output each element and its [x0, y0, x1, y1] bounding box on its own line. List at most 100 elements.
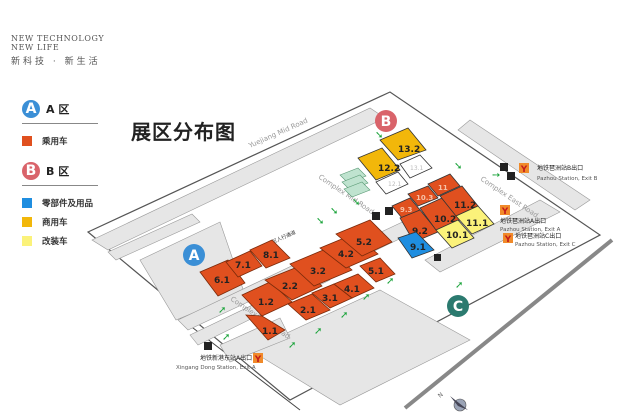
- brand-header: NEW TECHNOLOGY NEW LIFE 新科技 · 新生活: [11, 34, 104, 67]
- svg-text:10.1: 10.1: [446, 231, 468, 241]
- hall-13-1: 13.1: [399, 154, 433, 179]
- svg-text:Y: Y: [504, 235, 512, 245]
- escalator-icons: [204, 163, 515, 350]
- svg-text:4.1: 4.1: [344, 285, 360, 295]
- svg-text:8.1: 8.1: [263, 251, 279, 261]
- legend-item-passenger: 乘用车: [22, 131, 102, 150]
- divider: [22, 123, 98, 124]
- svg-text:2.1: 2.1: [300, 306, 316, 316]
- zone-a-title: A 区: [46, 103, 70, 116]
- arrow-icon: ➚: [218, 305, 226, 316]
- arrow-icon: ➙: [492, 170, 500, 181]
- svg-text:Pazhou Station, Exit B: Pazhou Station, Exit B: [537, 176, 598, 182]
- svg-text:C: C: [453, 299, 463, 315]
- arrow-icon: ➘: [375, 130, 383, 141]
- brand-slogan: 新科技 · 新生活: [11, 57, 101, 67]
- svg-text:B: B: [381, 114, 392, 130]
- swatch-parts: [22, 197, 32, 208]
- hall-10-3[interactable]: 10.3: [407, 185, 439, 207]
- svg-text:12.1: 12.1: [388, 181, 402, 188]
- svg-text:5.2: 5.2: [356, 238, 372, 248]
- hall-9-1[interactable]: 9.1: [397, 231, 435, 259]
- hall-5-1[interactable]: 5.1: [359, 257, 396, 283]
- legend-item-modified: 改装车: [22, 231, 102, 250]
- svg-text:3.2: 3.2: [310, 267, 326, 277]
- svg-text:Pazhou Station, Exit C: Pazhou Station, Exit C: [515, 242, 576, 248]
- svg-text:6.1: 6.1: [214, 276, 230, 286]
- station-xingang-dong[interactable]: Y 地铁新港东站A出口 Xingang Dong Station, Exit A: [176, 353, 263, 371]
- svg-text:3.1: 3.1: [322, 294, 338, 304]
- svg-text:A: A: [189, 248, 200, 264]
- legend-zone-b: B B 区: [22, 160, 102, 182]
- escalator-icon: [434, 254, 441, 261]
- svg-text:7.1: 7.1: [235, 261, 251, 271]
- hall-11-3[interactable]: 11: [427, 173, 461, 197]
- svg-text:地铁琶洲站B出口: 地铁琶洲站B出口: [537, 164, 583, 172]
- svg-text:13.1: 13.1: [410, 165, 424, 172]
- hall-13-2[interactable]: 13.2: [379, 127, 427, 161]
- hall-1-1[interactable]: 1.1: [245, 314, 286, 341]
- hall-2-1[interactable]: 2.1: [287, 293, 331, 321]
- zone-b-halls: 12.2 13.2 12.1 13.1 9.3 10.3 11 9.2 10.2…: [357, 127, 495, 259]
- hall-10-1[interactable]: 10.1: [435, 219, 475, 249]
- escalator-icon: [500, 163, 508, 171]
- hall-8-1[interactable]: 8.1: [249, 239, 291, 269]
- svg-text:10.2: 10.2: [434, 215, 456, 225]
- entrance-arrows: ➚ ➚ ➚ ➚ ➚ ➚ ➚ ➘ ➘ ➘ ➘ ➘ ➙ ➚: [218, 130, 500, 351]
- zone-c-marker[interactable]: C: [447, 295, 469, 317]
- swatch-modified: [22, 235, 32, 246]
- svg-text:N: N: [437, 391, 445, 399]
- svg-text:11.1: 11.1: [466, 219, 488, 229]
- legend-zone-a: A A 区: [22, 98, 102, 120]
- arrow-icon: ➚: [288, 340, 296, 351]
- svg-text:4.2: 4.2: [338, 250, 354, 260]
- zone-b-badge: B: [22, 162, 40, 180]
- swatch-commercial: [22, 216, 32, 227]
- page-title: 展区分布图: [131, 120, 236, 144]
- hall-4-1[interactable]: 4.1: [333, 273, 375, 299]
- zone-b-title: B 区: [46, 165, 70, 178]
- zone-a-marker[interactable]: A: [183, 244, 205, 266]
- escalator-icon: [204, 342, 212, 350]
- swatch-passenger: [22, 135, 32, 146]
- escalator-icon: [372, 212, 380, 220]
- svg-text:Pazhou Station, Exit A: Pazhou Station, Exit A: [500, 227, 561, 233]
- zone-b-marker[interactable]: B: [375, 110, 397, 132]
- svg-text:13.2: 13.2: [398, 145, 420, 155]
- svg-text:1.2: 1.2: [258, 298, 274, 308]
- legend-label: 零部件及用品: [42, 198, 94, 209]
- svg-text:9.2: 9.2: [412, 227, 428, 237]
- hall-11-1[interactable]: 11.1: [455, 205, 495, 235]
- zone-a-badge: A: [22, 100, 40, 118]
- hall-7-1[interactable]: 7.1: [225, 250, 263, 278]
- svg-text:Y: Y: [501, 207, 509, 217]
- arrow-icon: ➘: [316, 216, 324, 227]
- svg-text:9.1: 9.1: [410, 243, 426, 253]
- svg-text:Y: Y: [254, 355, 262, 365]
- hall-12-1: 12.1: [375, 171, 409, 195]
- station-pazhou-b[interactable]: Y 地铁琶洲站B出口 Pazhou Station, Exit B: [519, 163, 598, 182]
- legend-label: 乘用车: [42, 136, 68, 147]
- brand-line2: NEW LIFE: [11, 43, 60, 52]
- station-pazhou-c[interactable]: Y 地铁琶洲站C出口 Pazhou Station, Exit C: [503, 232, 576, 248]
- compass-icon: N: [437, 391, 468, 412]
- hall-5-2[interactable]: 5.2: [335, 219, 393, 257]
- hall-12-2[interactable]: 12.2: [357, 147, 401, 181]
- arrow-icon: ➚: [455, 280, 463, 291]
- arrow-icon: ➘: [352, 197, 360, 208]
- svg-text:10.3: 10.3: [416, 194, 433, 202]
- svg-text:12.2: 12.2: [378, 164, 400, 174]
- arrow-icon: ➚: [314, 326, 322, 337]
- station-pazhou-a[interactable]: Y 地铁琶洲站A出口 Pazhou Station, Exit A: [500, 205, 561, 233]
- arrow-icon: ➘: [454, 161, 462, 172]
- legend-label: 改装车: [42, 236, 68, 247]
- svg-text:地铁琶洲站C出口: 地铁琶洲站C出口: [515, 232, 561, 240]
- arrow-icon: ➚: [386, 276, 394, 287]
- map-legend: A A 区 乘用车 B B 区 零部件及用品 商用车 改装车: [22, 98, 102, 250]
- legend-label: 商用车: [42, 217, 68, 228]
- svg-text:1.1: 1.1: [262, 327, 278, 337]
- arrow-icon: ➚: [340, 310, 348, 321]
- svg-text:地铁新港东站A出口: 地铁新港东站A出口: [200, 354, 252, 362]
- arrow-icon: ➘: [330, 206, 338, 217]
- arrow-icon: ➚: [222, 332, 230, 343]
